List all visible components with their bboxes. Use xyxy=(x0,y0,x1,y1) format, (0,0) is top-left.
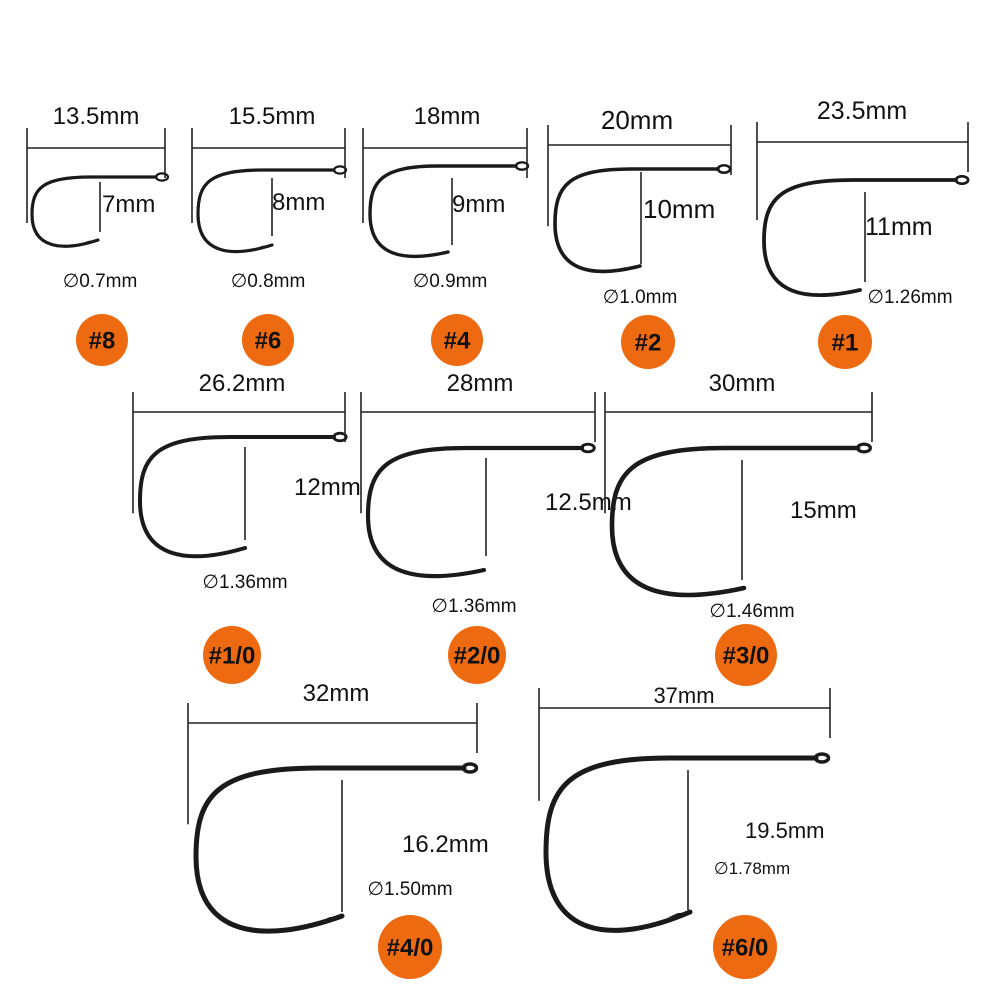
width-label: 20mm xyxy=(601,105,673,135)
hook-barb-icon xyxy=(319,916,342,922)
fish-hook-icon xyxy=(196,168,336,254)
wire-diameter-label: ∅1.50mm xyxy=(367,879,452,900)
hook-item: 26.2mm 12mm ∅1.36mm #1/0 xyxy=(132,370,361,684)
hook-eye-icon xyxy=(954,174,970,186)
width-label: 18mm xyxy=(414,103,481,130)
wire-diameter-label: ∅0.8mm xyxy=(231,271,306,292)
hook-barb-icon xyxy=(621,266,640,271)
size-label: #2 xyxy=(635,330,662,357)
wire-diameter-label: ∅1.78mm xyxy=(714,859,790,878)
hook-eye-icon xyxy=(514,161,530,171)
fish-hook-icon xyxy=(193,765,467,934)
size-label: #1 xyxy=(832,330,859,357)
size-label: #4 xyxy=(444,328,471,355)
hook-barb-icon xyxy=(254,245,272,250)
width-label: 32mm xyxy=(303,680,370,707)
fish-hook-icon xyxy=(30,175,158,248)
wire-diameter-label: ∅1.0mm xyxy=(603,287,678,308)
hook-item: 20mm 10mm ∅1.0mm #2 xyxy=(547,105,732,369)
wire-diameter-label: ∅1.36mm xyxy=(202,572,287,593)
size-label: #8 xyxy=(89,328,116,355)
size-badge xyxy=(378,915,442,979)
width-label: 28mm xyxy=(447,370,514,397)
size-label: #1/0 xyxy=(209,643,256,670)
width-label: 37mm xyxy=(653,683,714,708)
hook-barb-icon xyxy=(80,240,98,245)
hook-item: 32mm 16.2mm ∅1.50mm #4/0 xyxy=(187,680,489,979)
wire-diameter-label: ∅0.9mm xyxy=(413,271,488,292)
fish-hook-icon xyxy=(368,164,518,259)
wire-diameter-label: ∅1.46mm xyxy=(709,601,794,622)
fish-hook-icon xyxy=(138,435,336,559)
size-badge xyxy=(713,915,777,979)
size-label: #4/0 xyxy=(387,935,434,962)
width-label: 23.5mm xyxy=(817,97,907,125)
gap-label: 7mm xyxy=(102,191,155,218)
size-badge xyxy=(76,314,128,366)
hook-item: 37mm 19.5mm ∅1.78mm #6/0 xyxy=(538,683,831,979)
gap-label: 8mm xyxy=(272,189,325,216)
hook-barb-icon xyxy=(225,548,245,553)
fish-hook-icon xyxy=(365,445,585,579)
wire-diameter-label: ∅1.36mm xyxy=(431,596,516,617)
size-label: #6/0 xyxy=(722,935,769,962)
width-label: 13.5mm xyxy=(53,103,140,130)
gap-label: 10mm xyxy=(643,194,715,224)
width-label: 26.2mm xyxy=(199,370,286,397)
hook-eye-icon xyxy=(332,165,348,175)
wire-diameter-label: ∅0.7mm xyxy=(63,271,138,292)
fish-hook-icon xyxy=(553,167,720,274)
width-label: 15.5mm xyxy=(229,103,316,130)
hook-eye-icon xyxy=(461,762,479,774)
width-label: 30mm xyxy=(709,370,776,397)
gap-label: 16.2mm xyxy=(402,831,489,858)
fish-hook-icon xyxy=(609,445,861,598)
hook-eye-icon xyxy=(332,431,348,443)
gap-label: 9mm xyxy=(452,191,505,218)
hook-eye-icon xyxy=(813,752,831,764)
hook-item: 13.5mm 7mm ∅0.7mm #8 xyxy=(26,103,170,366)
size-label: #6 xyxy=(255,328,282,355)
gap-label: 15mm xyxy=(790,497,857,524)
size-badge xyxy=(448,626,506,684)
size-label: #2/0 xyxy=(454,643,501,670)
wire-diameter-label: ∅1.26mm xyxy=(867,287,952,308)
gap-label: 12.5mm xyxy=(545,489,632,516)
hook-item: 15.5mm 8mm ∅0.8mm #6 xyxy=(191,103,348,366)
hook-item: 28mm 12.5mm ∅1.36mm #2/0 xyxy=(360,370,632,684)
fish-hook-icon xyxy=(762,178,958,297)
hook-eye-icon xyxy=(716,164,732,174)
gap-label: 19.5mm xyxy=(745,818,824,843)
hook-barb-icon xyxy=(463,570,484,576)
hook-barb-icon xyxy=(429,252,448,257)
size-label: #3/0 xyxy=(723,643,770,670)
hook-eye-icon xyxy=(154,172,170,182)
hook-item: 18mm 9mm ∅0.9mm #4 xyxy=(362,103,530,366)
gap-label: 12mm xyxy=(294,474,361,501)
hook-item: 30mm 15mm ∅1.46mm #3/0 xyxy=(604,370,873,686)
hook-eye-icon xyxy=(580,442,596,454)
size-badge xyxy=(715,624,777,686)
hook-barb-icon xyxy=(840,290,860,295)
size-badge xyxy=(621,315,675,369)
size-badge xyxy=(818,315,872,369)
hook-item: 23.5mm 11mm ∅1.26mm #1 xyxy=(756,97,970,369)
hook-barb-icon xyxy=(667,912,690,918)
hook-eye-icon xyxy=(856,442,872,454)
size-badge xyxy=(242,314,294,366)
size-badge xyxy=(203,626,261,684)
size-badge xyxy=(431,314,483,366)
hook-barb-icon xyxy=(722,588,744,594)
fish-hook-icon xyxy=(543,755,819,933)
gap-label: 11mm xyxy=(865,213,933,241)
